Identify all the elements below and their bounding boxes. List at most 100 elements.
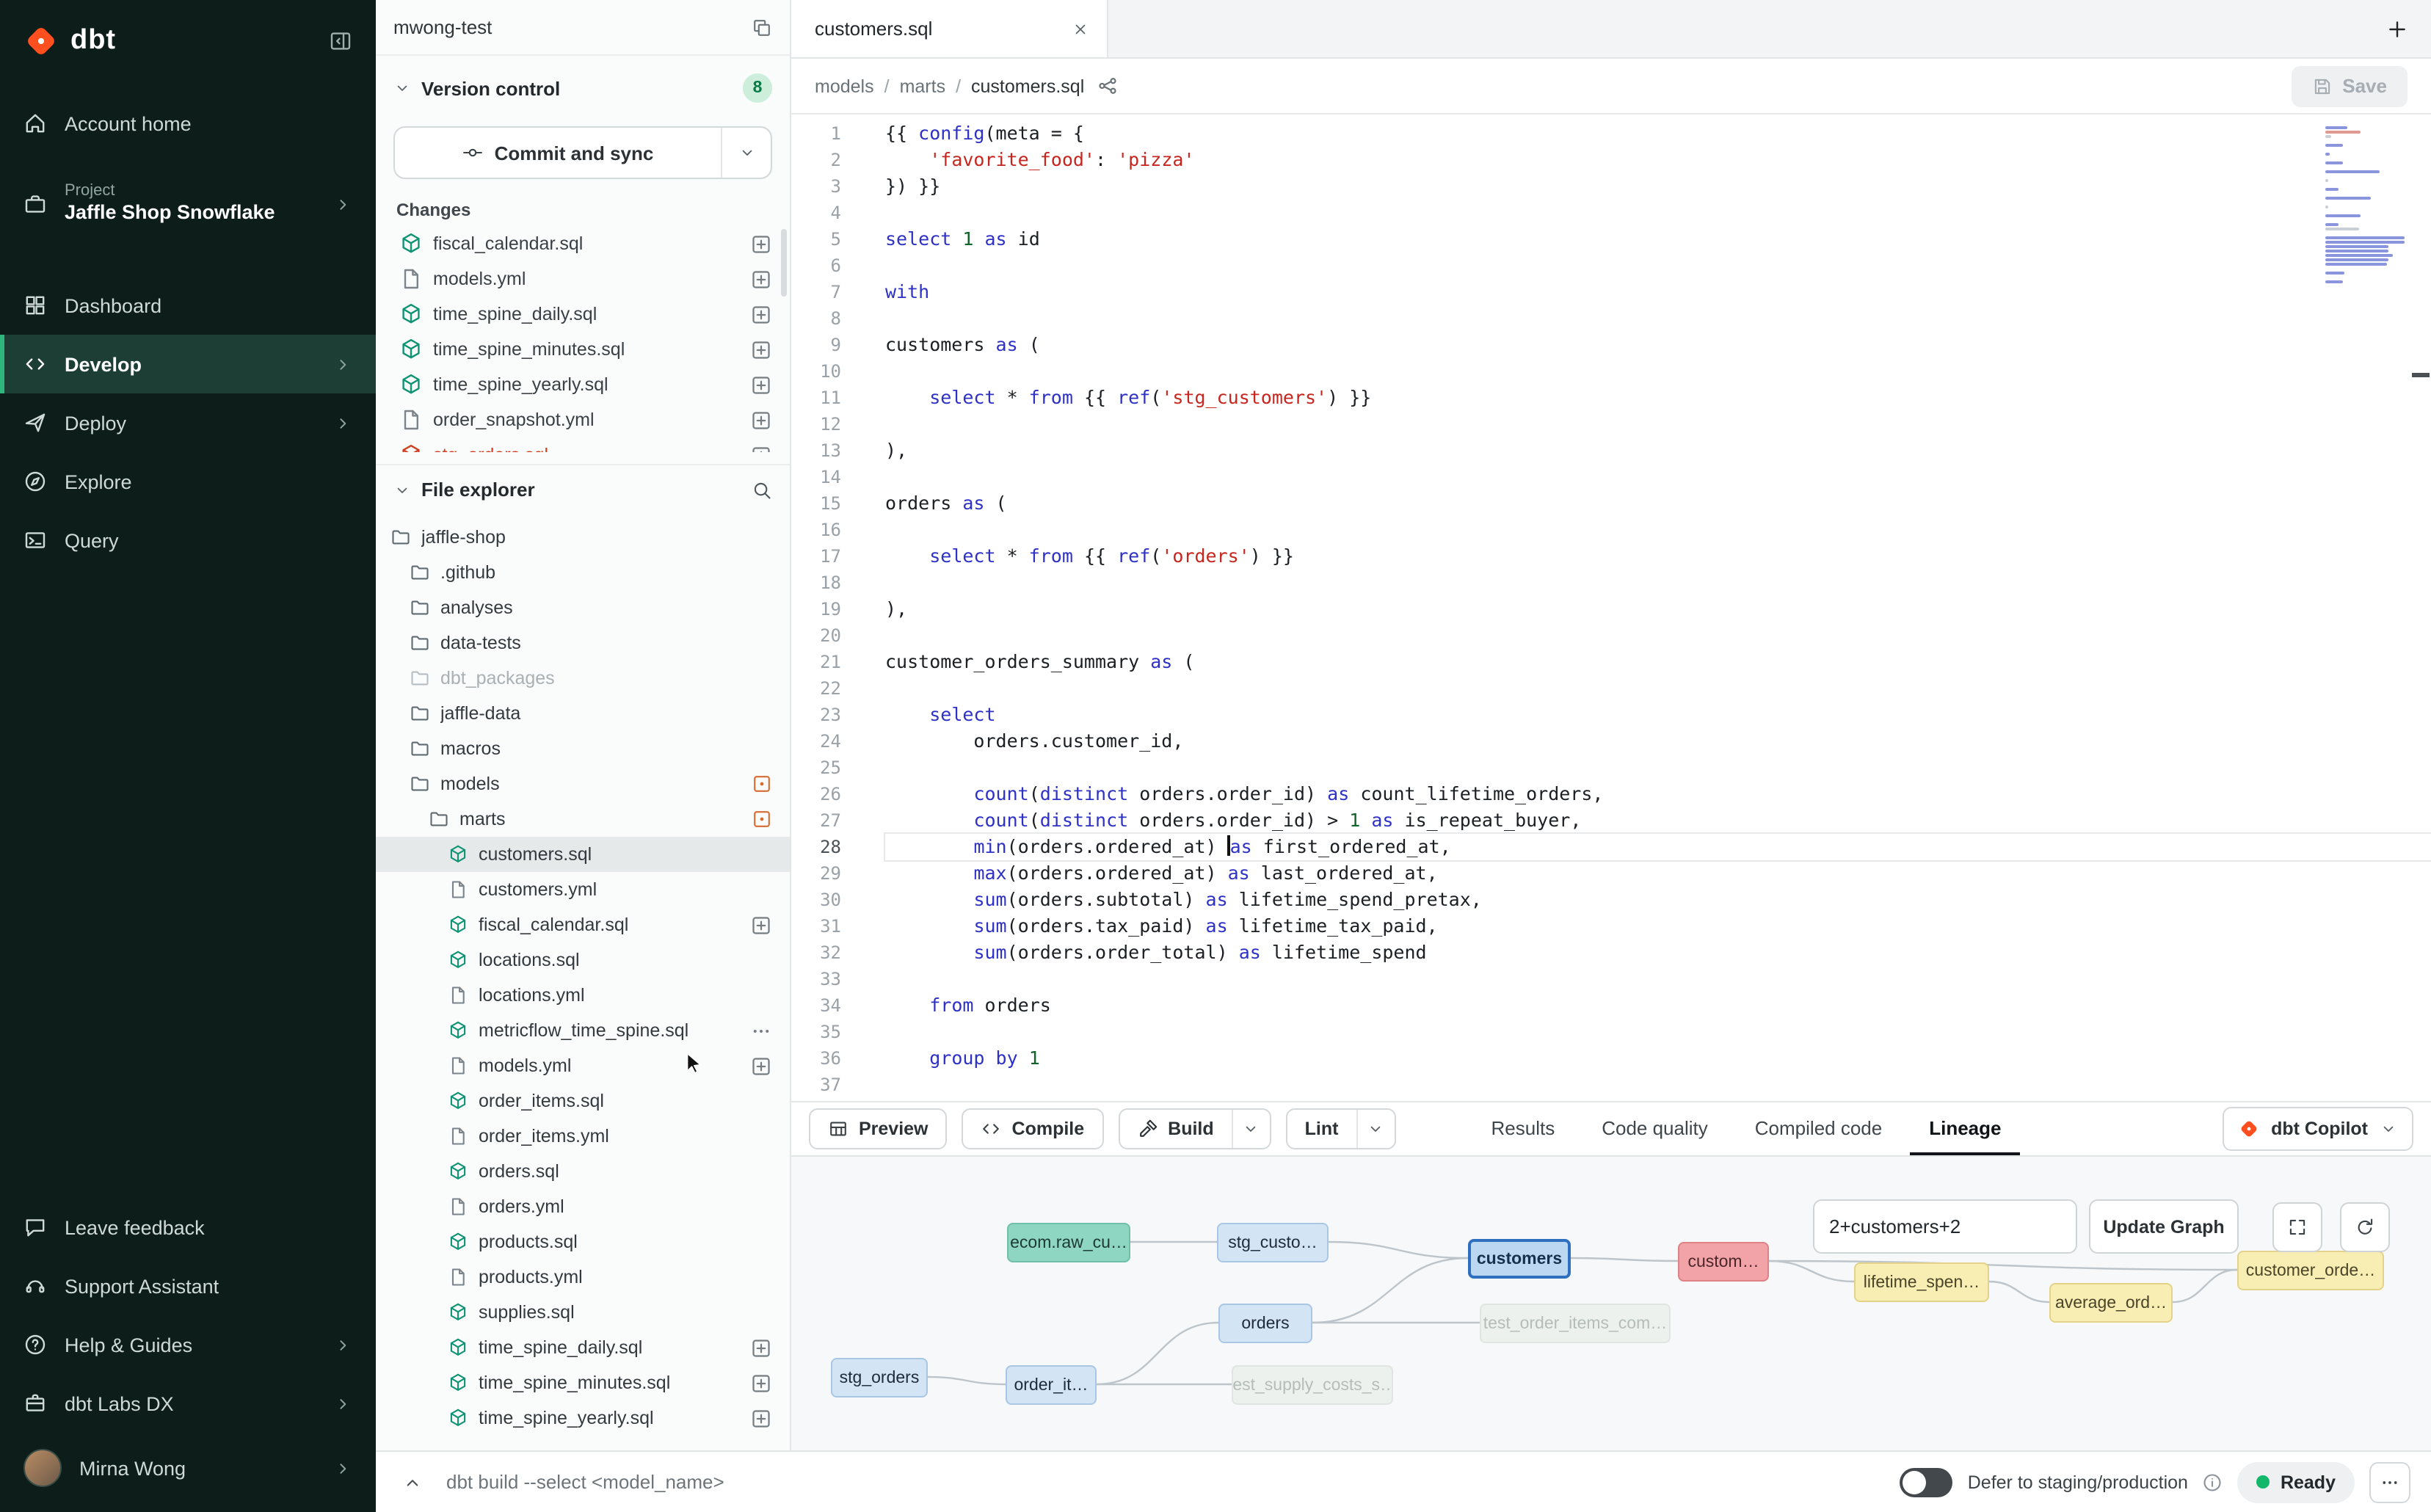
code-line[interactable]: min(orders.ordered_at) as first_ordered_… — [885, 834, 2431, 860]
code-line[interactable] — [885, 305, 2431, 332]
code-line[interactable]: orders.customer_id, — [885, 728, 2431, 755]
code-line[interactable]: sum(orders.order_total) as lifetime_spen… — [885, 939, 2431, 966]
sidebar-item-support-assistant[interactable]: Support Assistant — [0, 1257, 376, 1315]
refresh-graph-button[interactable] — [2340, 1202, 2390, 1252]
sidebar-item-explore[interactable]: Explore — [0, 452, 376, 511]
tree-item-data-tests[interactable]: data-tests — [376, 625, 790, 661]
code-line[interactable]: from orders — [885, 992, 2431, 1019]
sidebar-item-user[interactable]: Mirna Wong — [0, 1433, 376, 1503]
plusbox-icon[interactable] — [750, 233, 772, 255]
change-row-time-spine-daily-sql[interactable]: time_spine_daily.sql — [376, 297, 790, 332]
tree-item-time-spine-minutes-sql[interactable]: time_spine_minutes.sql — [376, 1365, 790, 1400]
change-row-order-snapshot-yml[interactable]: order_snapshot.yml — [376, 402, 790, 437]
tab-results[interactable]: Results — [1472, 1102, 1574, 1155]
editor-code[interactable]: {{ config(meta = { 'favorite_food': 'piz… — [859, 115, 2431, 1101]
tree-item-github[interactable]: .github — [376, 555, 790, 590]
lineage-node-customer-orde[interactable]: customer_orde… — [2237, 1251, 2384, 1290]
plusbox-icon[interactable] — [750, 1407, 772, 1429]
tree-item-models-yml[interactable]: models.yml — [376, 1048, 790, 1083]
update-graph-button[interactable]: Update Graph — [2089, 1199, 2239, 1254]
code-line[interactable] — [885, 517, 2431, 543]
change-row-models-yml[interactable]: models.yml — [376, 261, 790, 297]
code-line[interactable] — [885, 1072, 2431, 1098]
code-line[interactable] — [885, 755, 2431, 781]
tree-item-jaffle-shop[interactable]: jaffle-shop — [376, 520, 790, 555]
code-line[interactable]: with — [885, 279, 2431, 305]
commit-and-sync-button[interactable]: Commit and sync — [393, 126, 772, 179]
lineage-node-test-supply-costs-s[interactable]: test_supply_costs_s… — [1232, 1365, 1393, 1405]
lineage-node-custom[interactable]: custom… — [1678, 1242, 1769, 1282]
expand-command-bar-button[interactable] — [396, 1466, 429, 1498]
tree-item-locations-sql[interactable]: locations.sql — [376, 942, 790, 978]
close-tab-icon[interactable] — [1072, 20, 1089, 37]
tree-item-customers-sql[interactable]: customers.sql — [376, 837, 790, 872]
sidebar-item-query[interactable]: Query — [0, 511, 376, 570]
plusbox-icon[interactable] — [750, 1337, 772, 1359]
plusbox-icon[interactable] — [750, 303, 772, 325]
editor-scrollbar-marker[interactable] — [2412, 373, 2430, 377]
compile-button[interactable]: Compile — [962, 1108, 1104, 1149]
tree-item-order-items-sql[interactable]: order_items.sql — [376, 1083, 790, 1119]
ide-status-badge[interactable]: Ready — [2238, 1461, 2355, 1502]
code-line[interactable]: select — [885, 702, 2431, 728]
changes-scrollbar[interactable] — [781, 229, 787, 297]
tab-code-quality[interactable]: Code quality — [1582, 1102, 1727, 1155]
commit-button-main[interactable]: Commit and sync — [395, 128, 721, 178]
search-files-icon[interactable] — [752, 479, 772, 500]
collapse-sidebar-button[interactable] — [329, 29, 352, 53]
code-line[interactable]: 'favorite_food': 'pizza' — [885, 147, 2431, 173]
preview-button[interactable]: Preview — [809, 1108, 948, 1149]
code-line[interactable]: ), — [885, 596, 2431, 622]
code-line[interactable] — [885, 570, 2431, 596]
code-line[interactable] — [885, 966, 2431, 992]
tree-item-fiscal-calendar-sql[interactable]: fiscal_calendar.sql — [376, 907, 790, 942]
code-line[interactable] — [885, 675, 2431, 702]
code-line[interactable]: ), — [885, 437, 2431, 464]
code-line[interactable]: sum(orders.subtotal) as lifetime_spend_p… — [885, 887, 2431, 913]
plusbox-icon[interactable] — [750, 444, 772, 452]
command-input[interactable]: dbt build --select <model_name> — [446, 1471, 724, 1493]
code-line[interactable]: count(distinct orders.order_id) as count… — [885, 781, 2431, 807]
tab-customers-sql[interactable]: customers.sql — [791, 0, 1108, 57]
code-line[interactable]: select * from {{ ref('stg_customers') }} — [885, 385, 2431, 411]
tree-item-products-sql[interactable]: products.sql — [376, 1224, 790, 1260]
editor-minimap[interactable] — [2325, 126, 2410, 289]
tree-item-metricflow-time-spine-sql[interactable]: metricflow_time_spine.sql — [376, 1013, 790, 1048]
sidebar-item-dashboard[interactable]: Dashboard — [0, 276, 376, 335]
tree-item-time-spine-yearly-sql[interactable]: time_spine_yearly.sql — [376, 1400, 790, 1436]
tree-item-jaffle-data[interactable]: jaffle-data — [376, 696, 790, 731]
dots-icon[interactable] — [750, 1019, 772, 1042]
code-line[interactable]: customers as ( — [885, 332, 2431, 358]
lineage-node-stg-orders[interactable]: stg_orders — [831, 1358, 928, 1397]
plusbox-icon[interactable] — [750, 268, 772, 290]
copy-branch-icon[interactable] — [752, 17, 772, 37]
sidebar-item-help-guides[interactable]: Help & Guides — [0, 1315, 376, 1374]
change-row-stg-orders-sql[interactable]: stg_orders.sql — [376, 437, 790, 452]
info-icon[interactable] — [2203, 1472, 2223, 1492]
code-line[interactable]: {{ config(meta = { — [885, 120, 2431, 147]
build-options-dropdown[interactable] — [1232, 1110, 1270, 1148]
code-line[interactable] — [885, 252, 2431, 279]
plusbox-icon[interactable] — [750, 409, 772, 431]
lineage-node-order-it[interactable]: order_it… — [1006, 1365, 1097, 1405]
code-line[interactable]: sum(orders.tax_paid) as lifetime_tax_pai… — [885, 913, 2431, 939]
code-line[interactable] — [885, 622, 2431, 649]
lineage-node-customers[interactable]: customers — [1468, 1239, 1571, 1279]
code-line[interactable]: select 1 as id — [885, 226, 2431, 252]
node-lineage-icon[interactable] — [1096, 75, 1118, 97]
build-button[interactable]: Build — [1119, 1110, 1232, 1148]
plusbox-icon[interactable] — [750, 914, 772, 936]
lineage-node-orders[interactable]: orders — [1218, 1304, 1312, 1343]
code-line[interactable]: group by 1 — [885, 1045, 2431, 1072]
plusbox-icon[interactable] — [750, 1372, 772, 1394]
change-row-time-spine-yearly-sql[interactable]: time_spine_yearly.sql — [376, 367, 790, 402]
sidebar-item-deploy[interactable]: Deploy — [0, 393, 376, 452]
sidebar-item-account-home[interactable]: Account home — [0, 94, 376, 153]
code-line[interactable] — [885, 1019, 2431, 1045]
save-button[interactable]: Save — [2291, 65, 2408, 106]
lineage-node-test-order-items-com[interactable]: test_order_items_com… — [1480, 1304, 1671, 1343]
tree-item-order-items-yml[interactable]: order_items.yml — [376, 1119, 790, 1154]
change-row-time-spine-minutes-sql[interactable]: time_spine_minutes.sql — [376, 332, 790, 367]
tree-item-analyses[interactable]: analyses — [376, 590, 790, 625]
sidebar-item-project[interactable]: ProjectJaffle Shop Snowflake — [0, 164, 376, 244]
